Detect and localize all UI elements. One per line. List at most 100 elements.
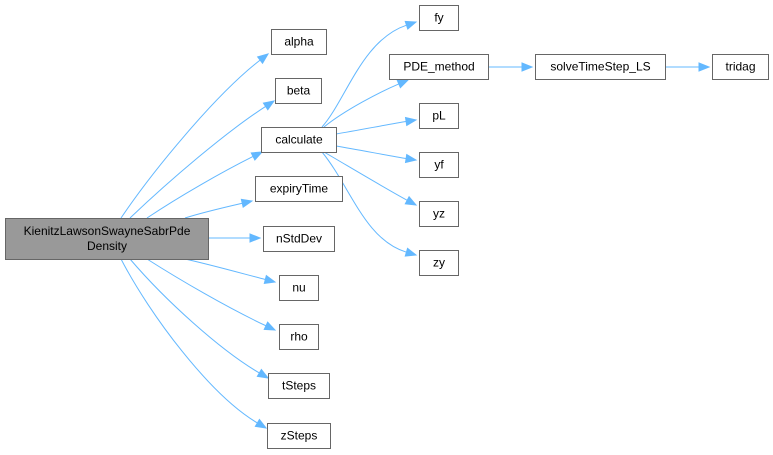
node-box[interactable]: [255, 176, 343, 202]
edge-calculate-to-PDE_method: [323, 79, 410, 128]
edge-line: [129, 258, 260, 374]
node-box[interactable]: [267, 423, 331, 449]
edge-root-to-beta: [129, 100, 276, 219]
arrowhead-icon: [262, 100, 276, 111]
edge-calculate-to-fy: [321, 20, 418, 128]
arrowhead-icon: [254, 418, 268, 429]
edge-calculate-to-pL: [335, 116, 418, 135]
node-label: nStdDev: [276, 232, 322, 246]
node-box[interactable]: [419, 5, 459, 31]
node-box[interactable]: [279, 324, 319, 350]
node-fy[interactable]: fy: [419, 5, 459, 31]
node-box[interactable]: [535, 54, 666, 80]
node-label: expiryTime: [270, 182, 329, 196]
node-label: zy: [433, 256, 445, 270]
arrowhead-icon: [521, 62, 534, 72]
node-box[interactable]: [271, 29, 327, 55]
edge-root-to-nu: [184, 258, 277, 284]
node-nstddev[interactable]: nStdDev: [263, 226, 335, 252]
node-box[interactable]: [419, 103, 459, 129]
node-box[interactable]: [419, 152, 459, 178]
node-alpha[interactable]: alpha: [271, 29, 327, 55]
node-tridag[interactable]: tridag: [712, 54, 769, 80]
arrowhead-icon: [263, 321, 277, 331]
edge-calculate-to-zy: [321, 151, 418, 257]
edge-line: [335, 121, 407, 135]
edge-root-to-rho: [146, 258, 277, 331]
node-box[interactable]: [268, 373, 330, 399]
arrowhead-icon: [240, 198, 254, 208]
arrowhead-icon: [404, 116, 418, 127]
node-zy[interactable]: zy: [419, 250, 459, 276]
arrowhead-icon: [396, 79, 410, 89]
node-pde-method[interactable]: PDE_method: [389, 54, 489, 80]
node-box[interactable]: [261, 127, 337, 153]
arrowhead-icon: [404, 195, 418, 206]
node-label: beta: [287, 84, 311, 98]
node-calculate[interactable]: calculate: [261, 127, 337, 153]
arrowhead-icon: [256, 368, 270, 379]
edge-line: [120, 59, 261, 219]
node-box[interactable]: [389, 54, 489, 80]
node-yf[interactable]: yf: [419, 152, 459, 178]
edge-root-to-zSteps: [120, 258, 268, 429]
edge-line: [146, 156, 254, 219]
edge-PDE_method-to-solveTimeStep_LS: [488, 62, 534, 72]
node-tsteps[interactable]: tSteps: [268, 373, 330, 399]
edge-root-to-tSteps: [129, 258, 270, 379]
edge-root-to-alpha: [120, 53, 270, 219]
node-box[interactable]: [275, 78, 322, 104]
node-label: yf: [434, 158, 444, 172]
edge-line: [184, 258, 266, 280]
edge-line: [335, 145, 407, 159]
node-label: calculate: [275, 133, 323, 147]
node-solvetimestep-ls[interactable]: solveTimeStep_LS: [535, 54, 666, 80]
edges-layer: [120, 20, 711, 429]
edge-line: [129, 106, 266, 219]
node-box[interactable]: [263, 226, 335, 252]
node-label: nu: [292, 281, 305, 295]
edge-solveTimeStep_LS-to-tridag: [665, 62, 711, 72]
node-label: KienitzLawsonSwayneSabrPde: [24, 224, 191, 238]
node-label: tSteps: [282, 379, 316, 393]
node-label: PDE_method: [403, 60, 474, 74]
node-box[interactable]: [279, 275, 319, 301]
node-expirytime[interactable]: expiryTime: [255, 176, 343, 202]
arrowhead-icon: [249, 233, 262, 243]
node-label: Density: [87, 239, 127, 253]
node-nu[interactable]: nu: [279, 275, 319, 301]
edge-line: [146, 258, 267, 327]
arrowhead-icon: [250, 151, 264, 161]
node-label: zSteps: [281, 429, 318, 443]
node-label: fy: [434, 11, 443, 25]
node-rho[interactable]: rho: [279, 324, 319, 350]
node-box[interactable]: [419, 201, 459, 227]
node-box[interactable]: [419, 250, 459, 276]
node-yz[interactable]: yz: [419, 201, 459, 227]
node-label: alpha: [284, 35, 314, 49]
edge-line: [321, 24, 407, 128]
node-zsteps[interactable]: zSteps: [267, 423, 331, 449]
arrowhead-icon: [263, 274, 277, 284]
edge-line: [184, 202, 243, 219]
edge-root-to-expiryTime: [184, 198, 254, 219]
arrowhead-icon: [256, 53, 270, 65]
edge-calculate-to-yz: [323, 151, 418, 206]
node-label: tridag: [725, 60, 755, 74]
node-pl[interactable]: pL: [419, 103, 459, 129]
edge-root-to-nStdDev: [207, 233, 262, 243]
edge-root-to-calculate: [146, 151, 264, 219]
root-node-box[interactable]: [5, 218, 209, 260]
arrowhead-icon: [404, 20, 418, 30]
edge-line: [321, 151, 407, 253]
edge-line: [120, 258, 258, 424]
node-label: solveTimeStep_LS: [550, 60, 650, 74]
node-box[interactable]: [712, 54, 769, 80]
edge-line: [323, 151, 408, 201]
node-label: rho: [290, 330, 308, 344]
node-beta[interactable]: beta: [275, 78, 322, 104]
node-label: pL: [432, 109, 446, 123]
